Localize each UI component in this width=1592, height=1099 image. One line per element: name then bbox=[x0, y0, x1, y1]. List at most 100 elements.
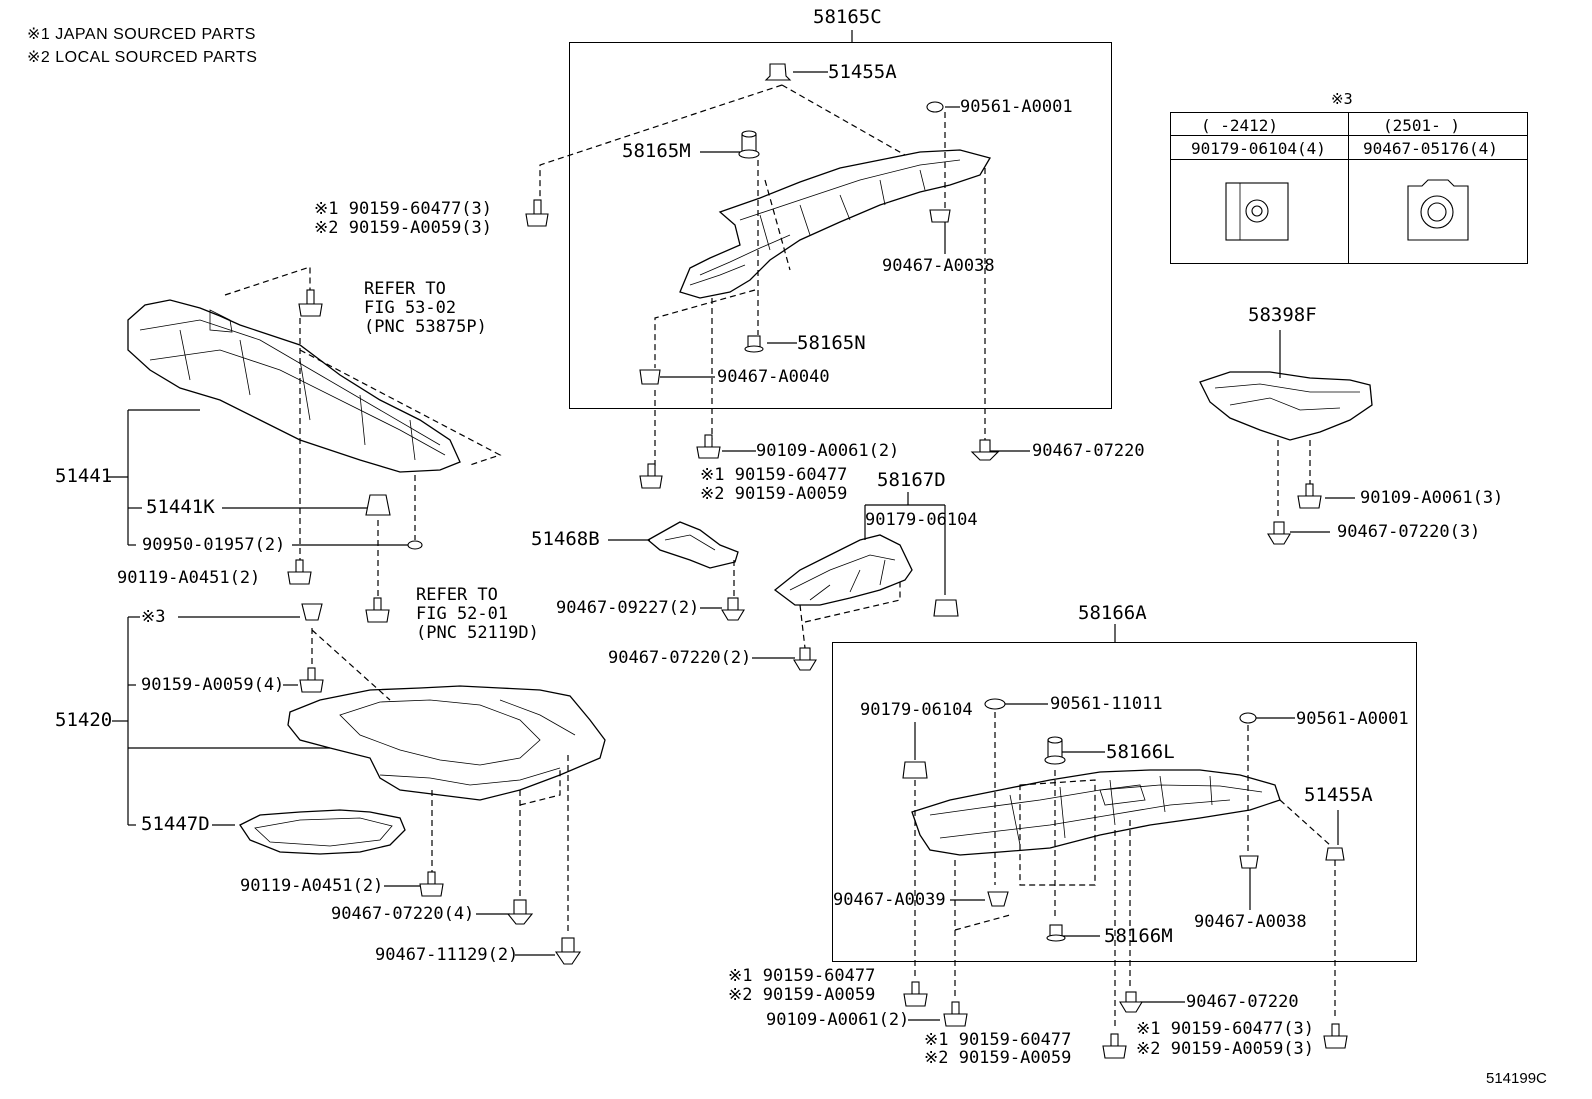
label-n2-bottom-left: ※2 90159-A0059 bbox=[728, 985, 876, 1005]
variant-table: ( -2412) (2501- ) 90179-06104(4) 90467-0… bbox=[1170, 112, 1528, 264]
part-58398F-shield bbox=[1199, 371, 1373, 441]
bolt-90159-60477-top-icon bbox=[525, 199, 549, 227]
label-51455A-bot: 51455A bbox=[1304, 784, 1373, 806]
washer-90561-A0001-bot-icon bbox=[1239, 712, 1257, 724]
bolt-bm-icon bbox=[1102, 1033, 1127, 1059]
bolt-90119-A0451-bot-icon bbox=[419, 871, 444, 897]
label-n1-90159-60477-mid: ※1 90159-60477 bbox=[700, 465, 848, 485]
leader-lines-middle bbox=[608, 492, 946, 659]
label-90109-A0061-2-top: 90109-A0061(2) bbox=[756, 441, 900, 461]
label-90467-07220-2-mid: 90467-07220(2) bbox=[608, 648, 752, 668]
label-90467-07220-top: 90467-07220 bbox=[1032, 441, 1145, 461]
clip-90467-11129-2-icon bbox=[554, 937, 582, 965]
label-90179-06104-bot: 90179-06104 bbox=[860, 700, 973, 720]
collar-58166M-icon bbox=[1046, 924, 1066, 942]
label-90109-A0061-2-bot: 90109-A0061(2) bbox=[766, 1010, 910, 1030]
part-51468B-bracket bbox=[646, 521, 739, 569]
clip-90467-07220-4-icon bbox=[506, 899, 534, 925]
bolt-90159-A0059-4-icon bbox=[299, 667, 324, 693]
clip-51455A-top-icon bbox=[764, 63, 792, 81]
part-58166A-shield bbox=[911, 769, 1281, 856]
label-90467-A0039: 90467-A0039 bbox=[833, 890, 946, 910]
clip-90467-07220-top-icon bbox=[970, 439, 1000, 461]
part-51441-under-cover bbox=[127, 299, 461, 473]
nut-mark3-icon bbox=[301, 603, 323, 621]
label-90467-A0038-bot: 90467-A0038 bbox=[1194, 912, 1307, 932]
label-58165N: 58165N bbox=[797, 332, 866, 354]
table-col2-range: (2501- ) bbox=[1383, 116, 1461, 135]
part-51420-under-cover bbox=[287, 685, 606, 801]
bolt-br-icon bbox=[1323, 1023, 1348, 1049]
table-nut-icons bbox=[1225, 179, 1469, 241]
label-n2-90159-A0059-3: ※2 90159-A0059(3) bbox=[314, 218, 493, 238]
label-90467-11129-2: 90467-11129(2) bbox=[375, 945, 519, 965]
group-title-58165C: 58165C bbox=[813, 6, 882, 28]
part-58167D-shield bbox=[773, 534, 913, 606]
collar-58166L-icon bbox=[1044, 736, 1066, 765]
label-90561-11011: 90561-11011 bbox=[1050, 694, 1163, 714]
clip-90467-07220-2-icon bbox=[793, 647, 817, 671]
label-n2-bottom-right: ※2 90159-A0059(3) bbox=[1136, 1039, 1315, 1059]
label-90119-A0451-top: 90119-A0451(2) bbox=[117, 568, 261, 588]
bolt-90159-mid-icon bbox=[639, 463, 663, 489]
bolt-90119-A0451-top-icon bbox=[287, 559, 312, 585]
label-refer1-line3: (PNC 53875P) bbox=[364, 317, 487, 337]
label-90109-A0061-3: 90109-A0061(3) bbox=[1360, 488, 1504, 508]
label-n2-bottom-mid: ※2 90159-A0059 bbox=[924, 1048, 1072, 1068]
figure-id: 514199C bbox=[1486, 1070, 1547, 1087]
label-refer2-line3: (PNC 52119D) bbox=[416, 623, 539, 643]
label-90467-07220-3: 90467-07220(3) bbox=[1337, 522, 1481, 542]
label-90561-A0001-bot: 90561-A0001 bbox=[1296, 709, 1409, 729]
nut-90467-05176-table-icon bbox=[1407, 179, 1469, 241]
label-n1-90159-60477-3: ※1 90159-60477(3) bbox=[314, 199, 493, 219]
note-local-sourced: ※2 LOCAL SOURCED PARTS bbox=[27, 49, 258, 66]
clip-90467-09227-icon bbox=[721, 597, 745, 621]
label-n2-90159-A0059-mid: ※2 90159-A0059 bbox=[700, 484, 848, 504]
group-title-58167D: 58167D bbox=[877, 469, 946, 491]
label-90467-07220-4: 90467-07220(4) bbox=[331, 904, 475, 924]
collar-58165N-icon bbox=[744, 335, 764, 353]
leader-lines-51420 bbox=[112, 616, 569, 956]
label-58166L: 58166L bbox=[1106, 741, 1175, 763]
clip-51455A-bot-icon bbox=[1325, 847, 1345, 861]
label-51447D: 51447D bbox=[141, 813, 210, 835]
bolt-90109-A0061-3-icon bbox=[1297, 483, 1322, 509]
table-mark: ※3 bbox=[1331, 90, 1353, 108]
washer-90561-A0001-top-icon bbox=[926, 101, 944, 113]
label-refer2-line1: REFER TO bbox=[416, 585, 498, 605]
fastener-icons bbox=[287, 63, 1348, 1059]
nut-90467-A0038-top-icon bbox=[929, 209, 951, 223]
label-51455A-top: 51455A bbox=[828, 61, 897, 83]
label-90467-09227-2: 90467-09227(2) bbox=[556, 598, 700, 618]
bolt-refer1-icon bbox=[298, 289, 323, 317]
clip-90467-07220-3-icon bbox=[1267, 521, 1291, 545]
label-90467-A0040: 90467-A0040 bbox=[717, 367, 830, 387]
label-90159-A0059-4: 90159-A0059(4) bbox=[141, 675, 285, 695]
nut-90179-06104-table-icon bbox=[1225, 182, 1289, 241]
label-n1-bottom-left: ※1 90159-60477 bbox=[728, 966, 876, 986]
clip-51441K-icon bbox=[365, 494, 391, 516]
clip-90467-07220-bot-icon bbox=[1119, 991, 1143, 1013]
label-90467-A0038-top: 90467-A0038 bbox=[882, 256, 995, 276]
label-90467-07220-bot: 90467-07220 bbox=[1186, 992, 1299, 1012]
nut-90179-06104-bot-icon bbox=[902, 761, 928, 779]
label-n1-bottom-mid: ※1 90159-60477 bbox=[924, 1030, 1072, 1050]
group-title-51441: 51441 bbox=[55, 465, 113, 487]
leader-lines-58398F bbox=[1277, 330, 1355, 533]
label-refer1-line1: REFER TO bbox=[364, 279, 446, 299]
nut-90467-A0038-bot-icon bbox=[1239, 855, 1259, 869]
label-refer2-line2: FIG 52-01 bbox=[416, 604, 509, 624]
label-58165M: 58165M bbox=[622, 140, 691, 162]
washer-90561-11011-icon bbox=[984, 698, 1006, 710]
part-51447D-pad bbox=[239, 809, 406, 855]
label-51441K: 51441K bbox=[146, 496, 215, 518]
bolt-bl-icon bbox=[903, 981, 928, 1007]
group-title-58166A: 58166A bbox=[1078, 602, 1147, 624]
table-col1-part: 90179-06104(4) bbox=[1191, 139, 1326, 158]
leader-lines-58166A bbox=[908, 624, 1339, 1030]
group-58165C-box bbox=[569, 42, 1112, 409]
label-58166M: 58166M bbox=[1104, 925, 1173, 947]
leader-lines-51441 bbox=[108, 266, 502, 598]
label-n1-bottom-right: ※1 90159-60477(3) bbox=[1136, 1019, 1315, 1039]
